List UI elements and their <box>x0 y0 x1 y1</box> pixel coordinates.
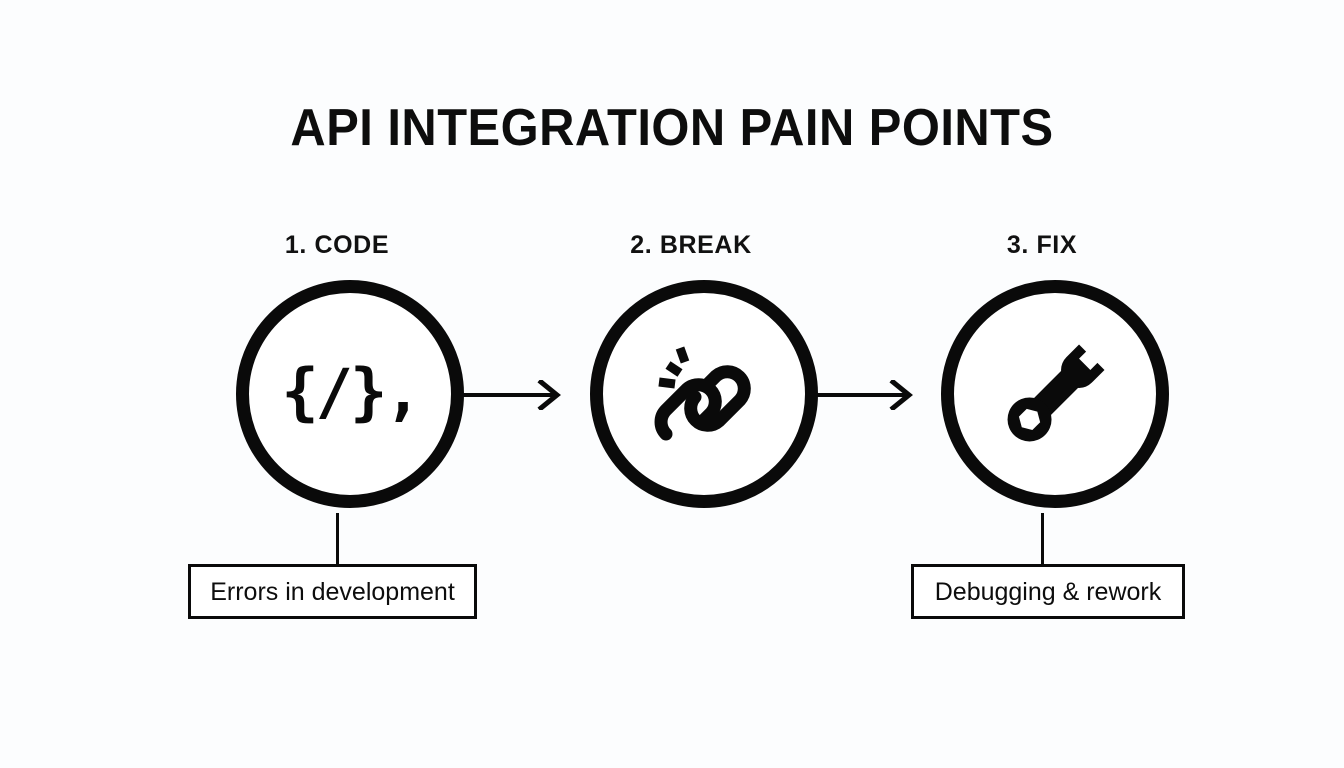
process-step-fix: 3. FIX <box>892 230 1192 508</box>
step-circle-break <box>590 280 818 508</box>
code-brackets-icon: {/}, <box>249 293 451 495</box>
process-step-code: 1. CODE {/}, <box>187 230 487 508</box>
step-circle-code: {/}, <box>236 280 464 508</box>
arrow-right-icon <box>463 378 563 412</box>
process-step-break: 2. BREAK <box>541 230 841 508</box>
caption-connector-fix <box>1041 513 1044 565</box>
wrench-icon <box>954 293 1156 495</box>
caption-text-code: Errors in development <box>210 577 455 606</box>
caption-box-fix: Debugging & rework <box>911 564 1185 619</box>
code-brackets-glyph: {/}, <box>281 355 421 428</box>
caption-connector-code <box>336 513 339 565</box>
step-label-code: 1. CODE <box>284 231 390 259</box>
arrow-right-icon <box>815 378 915 412</box>
step-label-break: 2. BREAK <box>630 231 752 259</box>
step-label-fix: 3. FIX <box>1006 231 1078 259</box>
caption-text-fix: Debugging & rework <box>934 577 1162 606</box>
step-circle-fix <box>941 280 1169 508</box>
page-title: API INTEGRATION PAIN POINTS <box>290 99 1054 157</box>
broken-link-icon <box>603 293 805 495</box>
caption-box-code: Errors in development <box>188 564 477 619</box>
